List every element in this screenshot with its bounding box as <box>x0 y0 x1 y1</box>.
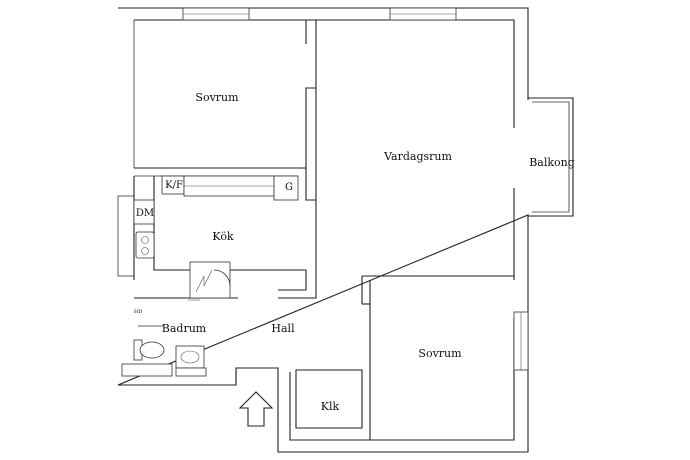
label-dm: DM <box>136 208 154 219</box>
label-klk: Klk <box>321 400 340 413</box>
bathroom-fixtures <box>121 325 207 377</box>
label-kok: Kök <box>212 230 234 243</box>
interior-walls <box>133 20 514 440</box>
label-balkong: Balkong <box>529 156 575 169</box>
label-hd: HD <box>134 309 142 315</box>
label-sovrum-top: Sovrum <box>195 91 239 104</box>
windows <box>117 7 529 371</box>
label-hall: Hall <box>271 322 295 335</box>
label-sovrum-bottom: Sovrum <box>418 347 462 360</box>
kitchen-fixtures <box>133 175 299 301</box>
label-g: G <box>285 182 293 193</box>
label-kf: K/F <box>165 180 183 191</box>
room-labels: Sovrum Vardagsrum Balkong K/F G DM Kök H… <box>134 91 575 413</box>
entrance-arrow-icon <box>238 391 274 427</box>
outer-walls <box>117 7 529 453</box>
label-vardagsrum: Vardagsrum <box>383 150 452 163</box>
balcony <box>528 97 574 217</box>
label-badrum: Badrum <box>162 322 207 335</box>
